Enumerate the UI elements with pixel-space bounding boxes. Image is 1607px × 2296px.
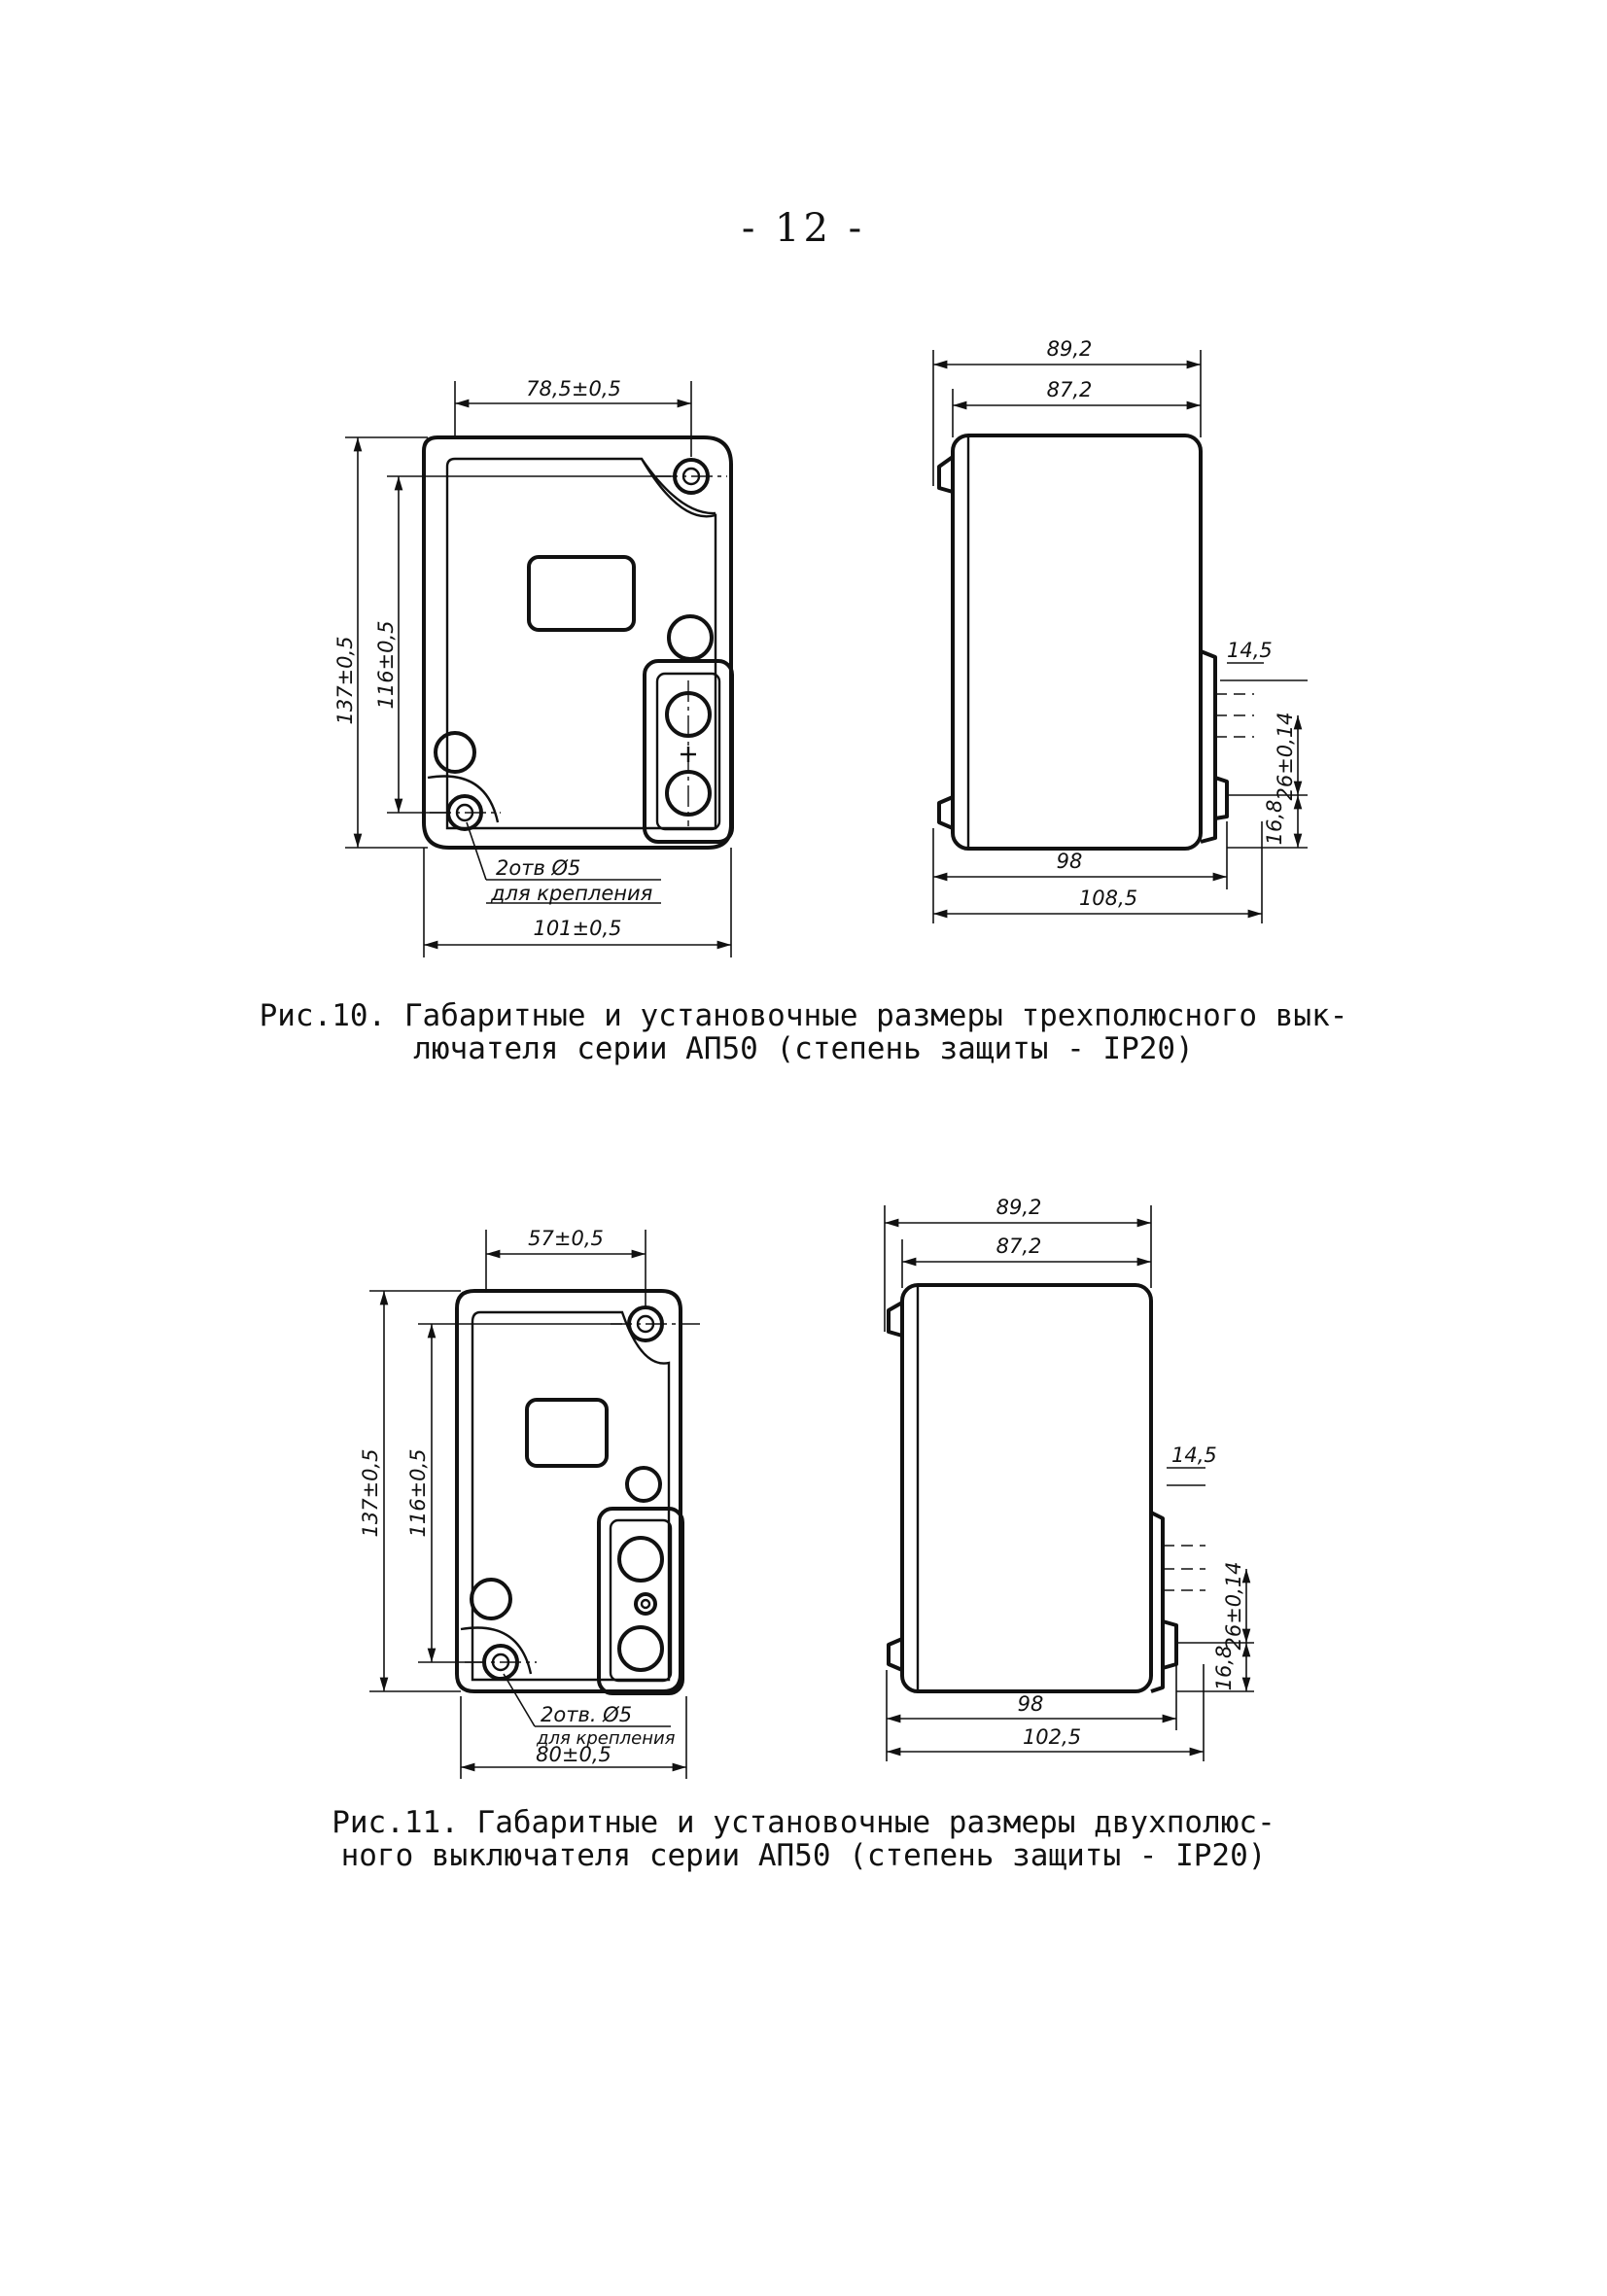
fig10-front-view: 78,5±0,5 137±0,5 116±0,5 2отв Ø5 для кре… (333, 377, 734, 957)
fig10-front-dim-height-total: 137±0,5 (333, 636, 357, 724)
fig10-caption-line1: Рис.10. Габаритные и установочные размер… (259, 998, 1348, 1033)
fig11-side-dim-terminal: 14,5 (1171, 1444, 1217, 1467)
fig11-side-dim-base: 98 (1018, 1692, 1044, 1716)
fig10-side-dim-base: 98 (1057, 850, 1083, 873)
fig11-front-view: 57±0,5 137±0,5 116±0,5 2отв. Ø5 для креп… (359, 1227, 700, 1779)
fig10-caption-line2: лючателя серии АП50 (степень защиты - IP… (413, 1031, 1194, 1066)
fig10-front-holes-note-2: для крепления (490, 882, 652, 905)
fig11-side-dim-depth-outer: 89,2 (996, 1196, 1042, 1219)
fig10-front-dim-height-holes: 116±0,5 (374, 620, 398, 709)
page-number: - 12 - (741, 206, 866, 251)
fig11-side-dim-bracket: 26±0,14 (1222, 1561, 1245, 1650)
fig10-side-dim-overall: 108,5 (1079, 887, 1137, 910)
fig10-front-dim-width-total: 101±0,5 (533, 917, 621, 940)
fig10-side-dim-offset: 16,8 (1263, 800, 1286, 846)
fig11-front-dim-width-total: 80±0,5 (536, 1743, 611, 1766)
fig10-caption: Рис.10. Габаритные и установочные размер… (0, 999, 1607, 1065)
fig11-side-dim-offset: 16,8 (1212, 1646, 1236, 1691)
fig11-front-dim-width-holes: 57±0,5 (528, 1227, 604, 1250)
fig11-caption-line1: Рис.11. Габаритные и установочные размер… (332, 1805, 1275, 1840)
fig11-side-dim-overall: 102,5 (1023, 1725, 1081, 1749)
fig11-side-view: 89,2 87,2 14,5 26±0,14 16,8 98 102,5 (884, 1196, 1254, 1761)
fig10-front-holes-note-1: 2отв Ø5 (496, 856, 580, 880)
fig11-caption: Рис.11. Габаритные и установочные размер… (0, 1806, 1607, 1872)
fig10-side-dim-terminal: 14,5 (1227, 639, 1273, 662)
fig11-front-dim-height-total: 137±0,5 (359, 1448, 382, 1537)
fig10-front-dim-width-holes: 78,5±0,5 (526, 377, 621, 400)
fig10-side-view: 89,2 87,2 14,5 26±0,14 16,8 98 108,5 (932, 337, 1308, 923)
fig11-side-dim-depth-inner: 87,2 (996, 1235, 1042, 1258)
fig10-side-dim-bracket: 26±0,14 (1274, 712, 1297, 800)
fig11-caption-line2: ного выключателя серии АП50 (степень защ… (340, 1838, 1267, 1873)
fig10-side-dim-depth-inner: 87,2 (1047, 378, 1093, 401)
fig11-front-holes-note-1: 2отв. Ø5 (541, 1703, 632, 1726)
fig10-side-dim-depth-outer: 89,2 (1047, 337, 1093, 361)
fig11-front-dim-height-holes: 116±0,5 (406, 1448, 430, 1537)
fig11-front-holes-note-2: для крепления (536, 1728, 676, 1749)
